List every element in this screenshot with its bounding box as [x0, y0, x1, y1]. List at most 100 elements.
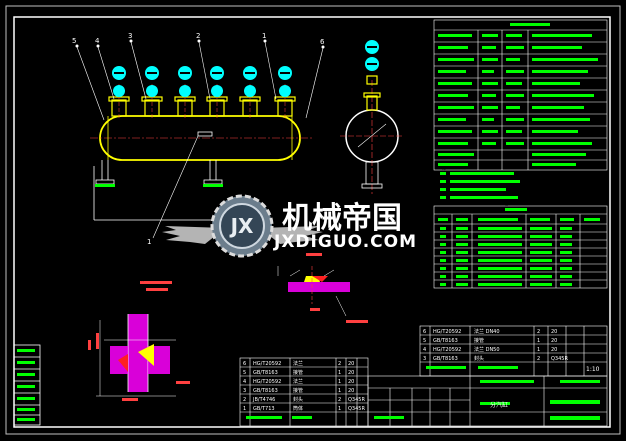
parts-list-green — [246, 366, 600, 420]
svg-text:法兰: 法兰 — [293, 378, 303, 385]
svg-text:封头: 封头 — [474, 355, 484, 362]
drawing-name: 分汽缸 — [490, 401, 508, 409]
callout-dots — [75, 39, 325, 49]
svg-text:20: 20 — [551, 338, 557, 344]
svg-text:法兰 DN40: 法兰 DN40 — [474, 328, 500, 335]
support-green — [95, 184, 223, 187]
svg-text:1: 1 — [338, 379, 341, 385]
svg-text:4: 4 — [423, 347, 426, 353]
tech-requirements — [440, 172, 520, 199]
svg-text:4: 4 — [243, 379, 246, 385]
callout-2: 2 — [196, 32, 200, 40]
svg-text:GB/T8163: GB/T8163 — [433, 338, 458, 344]
svg-text:GB/T8163: GB/T8163 — [253, 388, 278, 394]
svg-text:法兰: 法兰 — [293, 360, 303, 367]
watermark-title: 机械帝国 — [282, 201, 402, 236]
svg-text:1: 1 — [338, 388, 341, 394]
svg-text:6: 6 — [423, 329, 426, 335]
nozzles — [108, 96, 296, 117]
nozzle-table-text — [438, 208, 600, 286]
callout-3: 3 — [128, 32, 132, 40]
callout-4: 4 — [95, 37, 100, 45]
svg-text:HG/T20592: HG/T20592 — [253, 379, 281, 385]
svg-text:20: 20 — [348, 361, 354, 367]
left-stamp-text — [17, 349, 35, 421]
parts-list-lines — [239, 325, 608, 427]
callout-1: 1 — [262, 32, 266, 40]
svg-text:JB/T4746: JB/T4746 — [252, 397, 275, 403]
inner-frame — [13, 16, 611, 428]
notes-title: 技术要求 — [442, 168, 446, 171]
svg-text:2: 2 — [338, 397, 341, 403]
outer-frame — [5, 5, 621, 435]
svg-text:6: 6 — [243, 361, 246, 367]
vessel-side-view — [340, 80, 404, 194]
svg-text:3: 3 — [423, 356, 426, 362]
nozzle-table-title: 管口表 — [505, 204, 508, 207]
svg-text:20: 20 — [348, 379, 354, 385]
svg-text:20: 20 — [551, 347, 557, 353]
svg-text:20: 20 — [348, 388, 354, 394]
svg-text:GB/T8163: GB/T8163 — [253, 370, 278, 376]
watermark-wing-left — [162, 226, 225, 244]
callout-labels: 5 4 3 2 1 6 1 — [72, 32, 325, 246]
detail-right-labels — [306, 253, 368, 323]
svg-text:筒体: 筒体 — [293, 405, 303, 412]
svg-text:20: 20 — [348, 370, 354, 376]
svg-text:HG/T20592: HG/T20592 — [433, 347, 461, 353]
callout-left: 1 — [147, 238, 151, 246]
side-view-flange — [366, 75, 378, 85]
svg-text:接管: 接管 — [474, 337, 484, 344]
callout-6: 6 — [320, 38, 325, 46]
svg-text:2: 2 — [537, 356, 540, 362]
svg-text:1: 1 — [537, 338, 540, 344]
leader-lines — [76, 41, 324, 239]
watermark: JX 机械帝国 JXDIGUO.COM — [162, 194, 417, 258]
svg-text:1: 1 — [338, 370, 341, 376]
svg-text:5: 5 — [423, 338, 426, 344]
svg-text:5: 5 — [243, 370, 246, 376]
detail-left — [96, 314, 176, 397]
svg-text:Q345R: Q345R — [551, 356, 568, 362]
svg-text:20: 20 — [551, 329, 557, 335]
svg-text:接管: 接管 — [293, 387, 303, 394]
nozzle-table — [433, 205, 608, 289]
svg-text:法兰 DN50: 法兰 DN50 — [474, 346, 500, 353]
svg-text:GB/T8163: GB/T8163 — [433, 356, 458, 362]
svg-text:HG/T20592: HG/T20592 — [253, 361, 281, 367]
detail-label-2: 焊接示意 — [306, 251, 310, 254]
nozzle-mark-inner — [114, 72, 290, 74]
technical-table — [433, 19, 608, 171]
svg-text:1: 1 — [537, 347, 540, 353]
svg-text:封头: 封头 — [293, 396, 303, 403]
svg-text:Q345R: Q345R — [348, 397, 365, 403]
side-view-marks — [365, 40, 379, 71]
svg-text:2: 2 — [338, 361, 341, 367]
side-view-marks-inner — [367, 46, 377, 65]
vessel-front-view — [90, 115, 312, 161]
svg-text:1: 1 — [338, 406, 341, 412]
drawing-scale: 1:10 — [586, 366, 600, 373]
technical-table-text — [438, 23, 598, 166]
svg-text:2: 2 — [243, 397, 246, 403]
svg-text:Q345R: Q345R — [348, 406, 365, 412]
svg-text:1: 1 — [243, 406, 246, 412]
svg-text:GB/T713: GB/T713 — [253, 406, 275, 412]
nozzle-marks — [112, 66, 292, 97]
detail-label: 节点详图 — [140, 279, 144, 282]
watermark-badge: JX — [229, 214, 254, 238]
detail-left-labels — [88, 281, 190, 401]
svg-text:HG/T20592: HG/T20592 — [433, 329, 461, 335]
left-stamp-column — [13, 344, 41, 426]
callout-5: 5 — [72, 37, 76, 45]
detail-right — [277, 266, 350, 317]
watermark-wing-right — [260, 226, 323, 244]
svg-text:3: 3 — [243, 388, 246, 394]
svg-text:接管: 接管 — [293, 369, 303, 376]
watermark-subtitle: JXDIGUO.COM — [273, 232, 417, 252]
svg-text:2: 2 — [537, 329, 540, 335]
title-block-text: 分汽缸 1:10 — [490, 366, 600, 409]
